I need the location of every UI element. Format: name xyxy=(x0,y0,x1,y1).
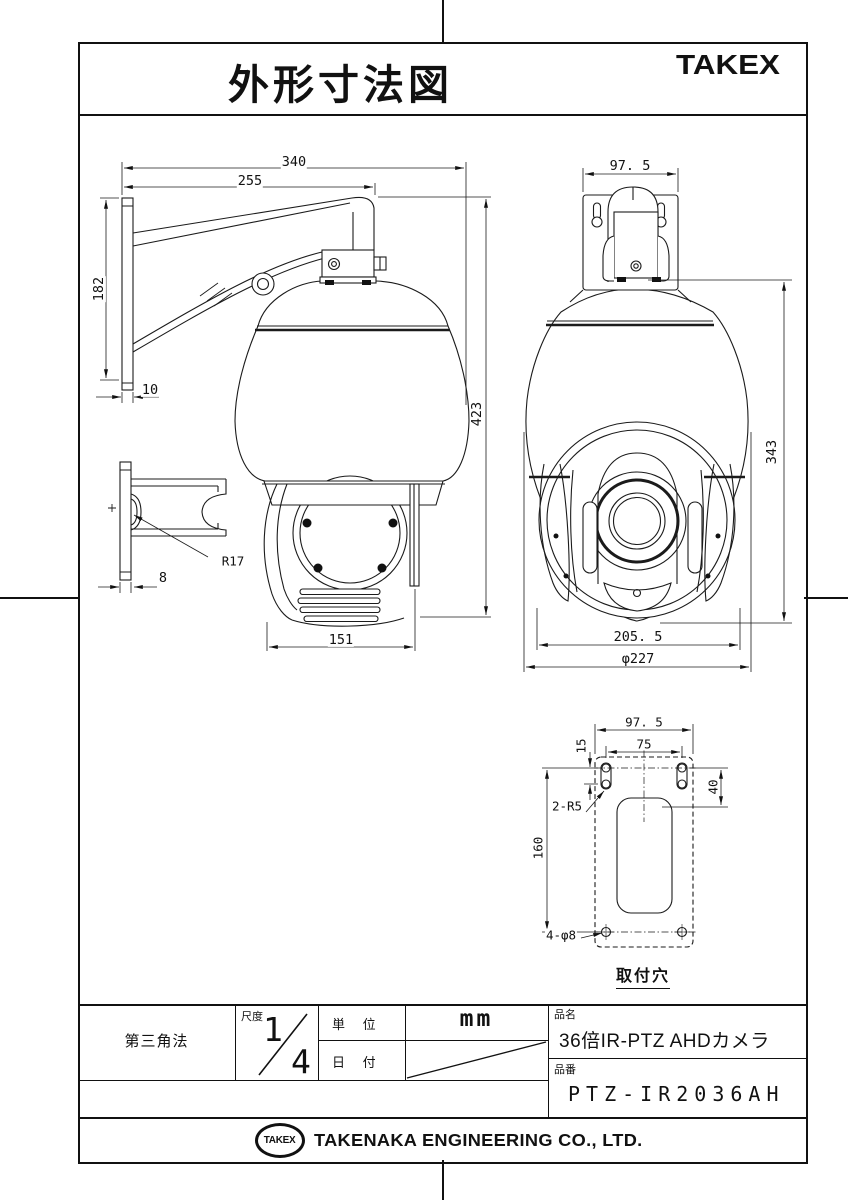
left-cells-bottom xyxy=(78,1080,548,1082)
projection-method: 第三角法 xyxy=(124,1033,189,1050)
footer-bar: TAKEX TAKENAKA ENGINEERING CO., LTD. xyxy=(78,1118,806,1162)
info-block-top xyxy=(78,1004,806,1006)
takex-badge-icon: TAKEX xyxy=(254,1122,305,1158)
product-name-value: 36倍IR-PTZ AHDカメラ xyxy=(559,1031,770,1052)
cell-divider-4 xyxy=(548,1004,550,1117)
dim-mount-plate-width: 97. 5 xyxy=(624,714,664,730)
dim-front-body-height: 343 xyxy=(763,438,780,466)
drawing-frame xyxy=(78,42,808,1164)
product-number-value: PTZ-IR2036AH xyxy=(568,1082,785,1106)
dim-mount-hole-pitch: 160 xyxy=(530,835,546,861)
scale-label: 尺度 xyxy=(241,1011,263,1023)
dim-side-plate-thickness: 10 xyxy=(140,381,160,398)
scale-denominator: 4 xyxy=(291,1042,311,1081)
dim-mount-hole-note: 4-φ8 xyxy=(544,927,578,943)
dim-side-overall-height: 423 xyxy=(468,400,485,428)
takex-logo: TAKEX xyxy=(676,49,780,80)
date-label: 日 付 xyxy=(332,1055,383,1070)
dim-mount-slot-length: 15 xyxy=(573,737,589,755)
dim-mount-hole-span: 75 xyxy=(635,736,653,752)
dim-mount-slot-note: 2-R5 xyxy=(550,798,584,814)
page-title: 外形寸法図 xyxy=(228,62,453,108)
cell-divider-3 xyxy=(405,1004,407,1080)
scale-numerator: 1 xyxy=(263,1010,283,1049)
footer-top xyxy=(78,1117,806,1119)
center-mark-left xyxy=(0,597,80,599)
dim-detail-thickness: 8 xyxy=(157,569,169,586)
product-name-label: 品名 xyxy=(554,1009,576,1021)
title-divider xyxy=(78,114,806,116)
dim-front-plate-width: 97. 5 xyxy=(608,157,652,174)
dim-mount-top-offset: 40 xyxy=(705,778,721,796)
dim-side-arm-length: 255 xyxy=(236,172,264,189)
dim-side-plate-height: 182 xyxy=(90,275,107,303)
unit-value: mm xyxy=(459,1006,494,1032)
cell-divider-1 xyxy=(235,1004,237,1080)
dim-side-overall-width: 340 xyxy=(280,153,308,170)
dim-detail-radius: R17 xyxy=(220,553,246,569)
unit-label: 単 位 xyxy=(332,1017,383,1032)
name-number-divider xyxy=(548,1058,806,1060)
company-name: TAKENAKA ENGINEERING CO., LTD. xyxy=(313,1129,643,1150)
unit-date-divider xyxy=(318,1040,548,1042)
dim-front-head-width: 205. 5 xyxy=(612,628,664,645)
dim-front-dome-diameter: φ227 xyxy=(620,650,656,667)
center-mark-right xyxy=(804,597,848,599)
mounting-hole-caption: 取付穴 xyxy=(616,962,671,989)
center-mark-bottom xyxy=(442,1160,444,1200)
dim-side-head-width: 151 xyxy=(327,631,355,648)
product-number-label: 品番 xyxy=(554,1064,576,1076)
center-mark-top xyxy=(442,0,444,44)
cell-divider-2 xyxy=(318,1004,320,1080)
